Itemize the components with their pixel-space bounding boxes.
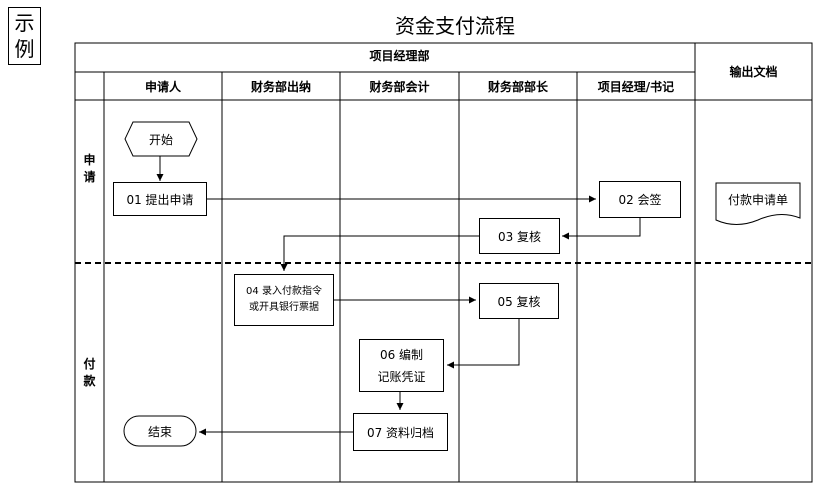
node-end: 结束 [147, 424, 172, 439]
end-shape [123, 415, 197, 447]
role-header-applicant: 申请人 [144, 80, 181, 94]
document-shape [715, 182, 801, 225]
page-title: 资金支付流程 [395, 14, 515, 38]
node-06-prepare-voucher: 06 编制 记账凭证 [359, 339, 444, 392]
start-shape [124, 121, 198, 157]
phase-apply: 申 请 [83, 153, 96, 184]
group-header: 项目经理部 [369, 49, 430, 63]
phase-pay: 付 款 [83, 357, 96, 388]
node-01-submit-request: 01 提出申请 [113, 182, 207, 216]
node-05-review: 05 复核 [479, 283, 559, 319]
node-02-countersign: 02 会签 [599, 181, 681, 218]
output-header: 输出文档 [729, 65, 778, 79]
example-label: 示例 [8, 7, 41, 65]
node-04-enter-payment: 04 录入付款指令 或开具银行票据 [234, 274, 334, 326]
role-header-cashier: 财务部出纳 [250, 80, 311, 94]
role-header-accountant: 财务部会计 [369, 80, 430, 94]
output-document: 付款申请单 [727, 192, 788, 207]
node-07-archive: 07 资料归档 [353, 413, 448, 451]
node-03-review: 03 复核 [479, 218, 560, 254]
role-header-finance-head: 财务部部长 [487, 80, 548, 94]
role-header-project-manager: 项目经理/书记 [597, 80, 675, 94]
node-start: 开始 [148, 132, 173, 147]
